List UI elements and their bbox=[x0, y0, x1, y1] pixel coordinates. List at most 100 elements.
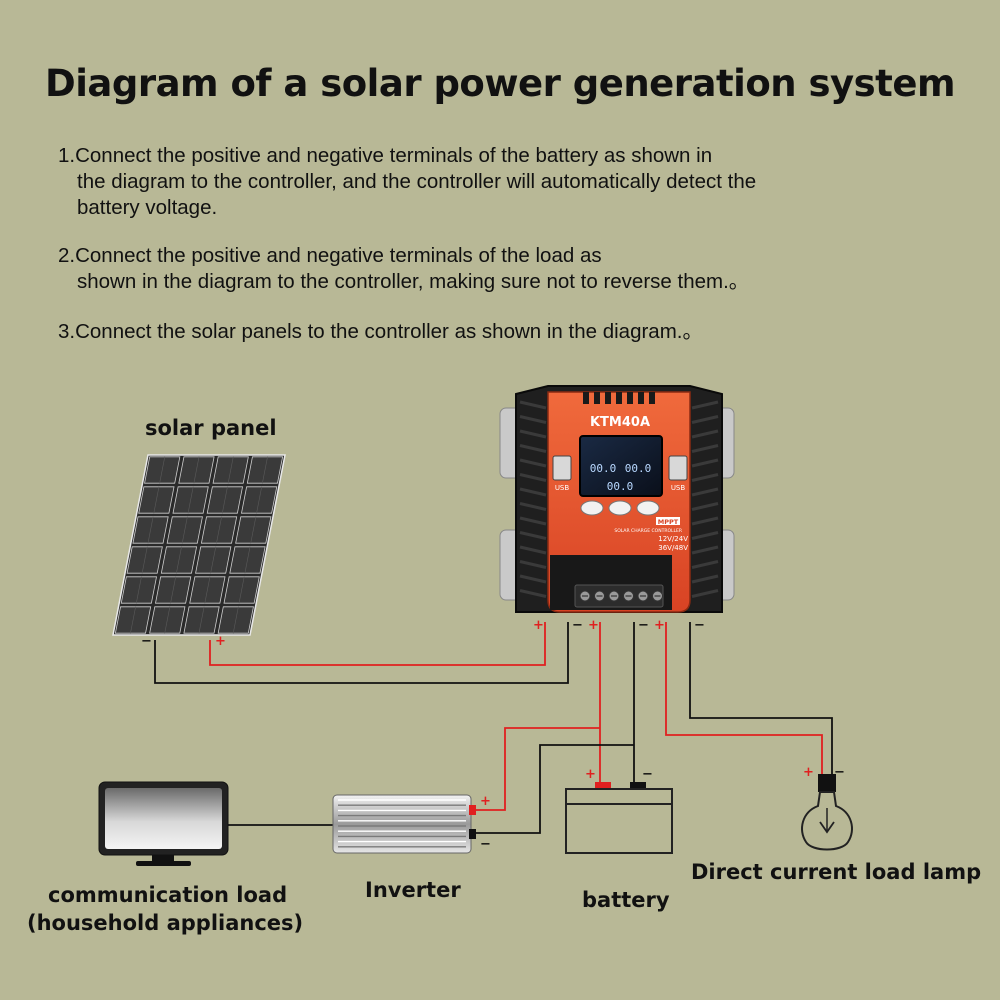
lamp-label: Direct current load lamp bbox=[691, 860, 982, 884]
cell-line bbox=[130, 606, 136, 634]
battery-negative-sign: − bbox=[638, 618, 649, 633]
ridge bbox=[519, 560, 547, 569]
ridge bbox=[519, 458, 547, 468]
ridge bbox=[519, 531, 547, 540]
vent-slot bbox=[583, 392, 589, 404]
solar-panel-label: solar panel bbox=[145, 416, 277, 440]
cell-line bbox=[227, 456, 234, 484]
ridge bbox=[519, 589, 547, 598]
ridge bbox=[691, 574, 719, 584]
lcd-readout-1: 00.0 bbox=[590, 462, 617, 475]
ridge bbox=[519, 502, 547, 511]
cell-line bbox=[232, 606, 239, 634]
vent-slot bbox=[649, 392, 655, 404]
battery-label: battery bbox=[582, 888, 670, 912]
cell-line bbox=[170, 576, 176, 604]
ridge bbox=[691, 487, 719, 497]
ridge bbox=[519, 444, 547, 453]
load-negative-wire bbox=[689, 622, 833, 785]
lcd-screen bbox=[579, 435, 663, 497]
solar-cells bbox=[114, 456, 284, 634]
battery-icon bbox=[565, 782, 673, 854]
solar-negative-sign: − bbox=[572, 618, 583, 633]
ridge bbox=[519, 487, 547, 497]
battery-terminal-positive-sign: + bbox=[585, 767, 596, 782]
wires bbox=[154, 622, 833, 834]
ridge bbox=[519, 473, 547, 482]
cell-line bbox=[204, 576, 211, 604]
ridge bbox=[519, 574, 547, 584]
ridge bbox=[519, 400, 547, 410]
controller-model: KTM40A bbox=[590, 415, 650, 430]
vent-slot bbox=[638, 392, 644, 404]
vent-slot bbox=[616, 392, 622, 404]
household-appliances-label: (household appliances) bbox=[27, 911, 304, 935]
instruction-step-1: 1.Connect the positive and negative term… bbox=[58, 143, 756, 221]
ridge bbox=[519, 516, 547, 526]
step-1-line-1: 1.Connect the positive and negative term… bbox=[58, 144, 713, 167]
battery-positive-sign: + bbox=[588, 618, 599, 633]
charge-controller: KTM40A 00.0 00.0 00.0 USB USB MPPT SOLAR… bbox=[499, 385, 735, 613]
panel-negative-sign: − bbox=[141, 634, 152, 649]
inverter-positive-sign: + bbox=[480, 794, 491, 809]
step-2-line-2: shown in the diagram to the controller, … bbox=[77, 270, 750, 293]
lamp-positive-sign: + bbox=[803, 765, 814, 780]
ridge bbox=[519, 545, 547, 555]
step-1-line-3: battery voltage. bbox=[77, 196, 218, 219]
inverter-negative-wire bbox=[473, 744, 634, 834]
ridge bbox=[691, 502, 719, 511]
instruction-step-2: 2.Connect the positive and negative term… bbox=[58, 243, 749, 295]
panel-positive-sign: + bbox=[215, 634, 226, 649]
controller-subtitle: SOLAR CHARGE CONTROLLER bbox=[614, 528, 682, 534]
step-2-line-1: 2.Connect the positive and negative term… bbox=[58, 244, 602, 267]
usb-port bbox=[552, 455, 572, 481]
cell-line bbox=[210, 546, 217, 574]
ridge bbox=[691, 560, 719, 569]
lcd-readout-2: 00.0 bbox=[625, 462, 652, 475]
ridge bbox=[691, 545, 719, 555]
controller-button-left[interactable] bbox=[580, 500, 604, 516]
usb-label-right: USB bbox=[671, 484, 686, 492]
load-negative-sign: − bbox=[694, 618, 705, 633]
cell-line bbox=[187, 486, 194, 514]
cell-line bbox=[198, 606, 205, 634]
terminal-screws bbox=[579, 590, 663, 602]
voltage-label-1: 12V/24V bbox=[658, 535, 688, 543]
cell-line bbox=[222, 486, 228, 514]
heat-ridges bbox=[519, 400, 719, 598]
cell-line bbox=[153, 486, 160, 514]
solar-positive-sign: + bbox=[533, 618, 544, 633]
page-title: Diagram of a solar power generation syst… bbox=[44, 62, 956, 105]
step-1-line-2: the diagram to the controller, and the c… bbox=[77, 170, 757, 193]
cell-line bbox=[256, 486, 262, 514]
lamp-icon bbox=[801, 774, 853, 851]
ridge bbox=[691, 415, 719, 424]
vent-slot bbox=[605, 392, 611, 404]
controller-button-right[interactable] bbox=[636, 500, 660, 516]
vent-slot bbox=[594, 392, 600, 404]
instruction-step-3: 3.Connect the solar panels to the contro… bbox=[58, 319, 703, 345]
load-positive-sign: + bbox=[654, 618, 665, 633]
ridge bbox=[691, 531, 719, 540]
battery-terminal-negative-sign: − bbox=[642, 767, 653, 782]
cell-line bbox=[136, 576, 142, 604]
controller-button-center[interactable] bbox=[608, 500, 632, 516]
inverter-negative-sign: − bbox=[480, 837, 491, 852]
ridge bbox=[691, 473, 719, 482]
ridge bbox=[519, 415, 547, 424]
mppt-badge-text: MPPT bbox=[658, 518, 679, 526]
cell-line bbox=[164, 606, 171, 634]
load-positive-wire bbox=[665, 622, 823, 785]
polarity-signs: + − + − + − − + + − + − + − bbox=[141, 618, 845, 852]
ridge bbox=[691, 589, 719, 598]
vent-slot bbox=[627, 392, 633, 404]
ridge bbox=[691, 429, 719, 439]
step-3-line-1: 3.Connect the solar panels to the contro… bbox=[58, 320, 703, 343]
ridge bbox=[691, 400, 719, 410]
inverter-positive-wire bbox=[473, 727, 600, 811]
ridge bbox=[691, 516, 719, 526]
cell-line bbox=[262, 456, 268, 484]
top-vents bbox=[583, 392, 655, 404]
communication-load-label: communication load bbox=[48, 883, 288, 907]
